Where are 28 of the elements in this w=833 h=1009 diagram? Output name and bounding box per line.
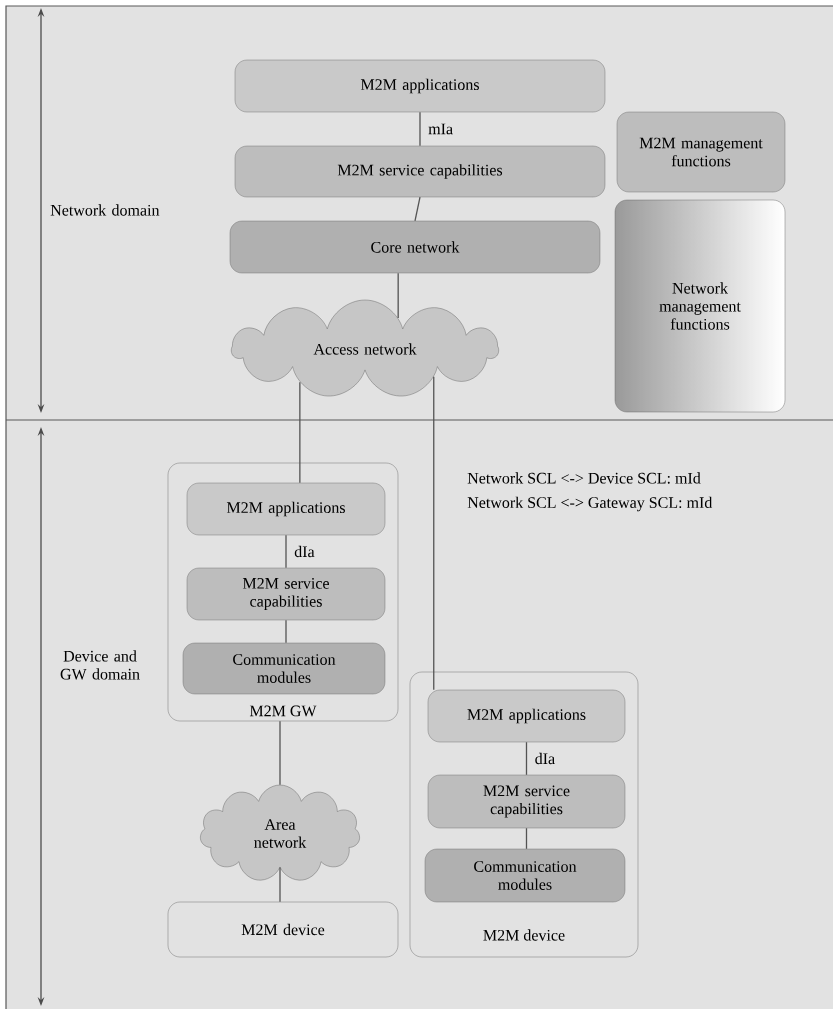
connector-line [414,196,421,222]
device-box: M2M device [167,901,399,958]
connector-line [279,720,281,786]
application-box: M2M applications [186,482,386,536]
interface-note: Network SCL <-> Device SCL: mId [467,472,701,484]
service-box: M2M service capabilities [186,567,386,621]
connector-line [397,272,399,319]
management-box: M2M management functions [616,111,786,193]
interface-note: Network SCL <-> Gateway SCL: mId [467,496,713,512]
domain-label: Device and GW domain [60,650,140,680]
application-box: M2M applications [234,59,606,113]
connector-line [285,619,287,644]
connector-line [299,381,301,484]
management-box: Network management functions [614,199,786,413]
connector-line [419,111,421,147]
connector-line [525,827,528,850]
module-box: Communication modules [424,848,626,903]
service-box: M2M service capabilities [427,774,626,829]
connector-line [525,741,528,776]
module-box: Communication modules [182,642,386,695]
cloud: Access network [231,299,499,397]
network-box: Core network [229,220,601,274]
cloud: Area network [200,784,360,881]
application-box: M2M applications [427,689,626,743]
domain-label: Network domain [50,204,160,216]
service-box: M2M service capabilities [234,145,606,198]
connector-line [433,376,435,691]
connector-line [285,534,287,569]
